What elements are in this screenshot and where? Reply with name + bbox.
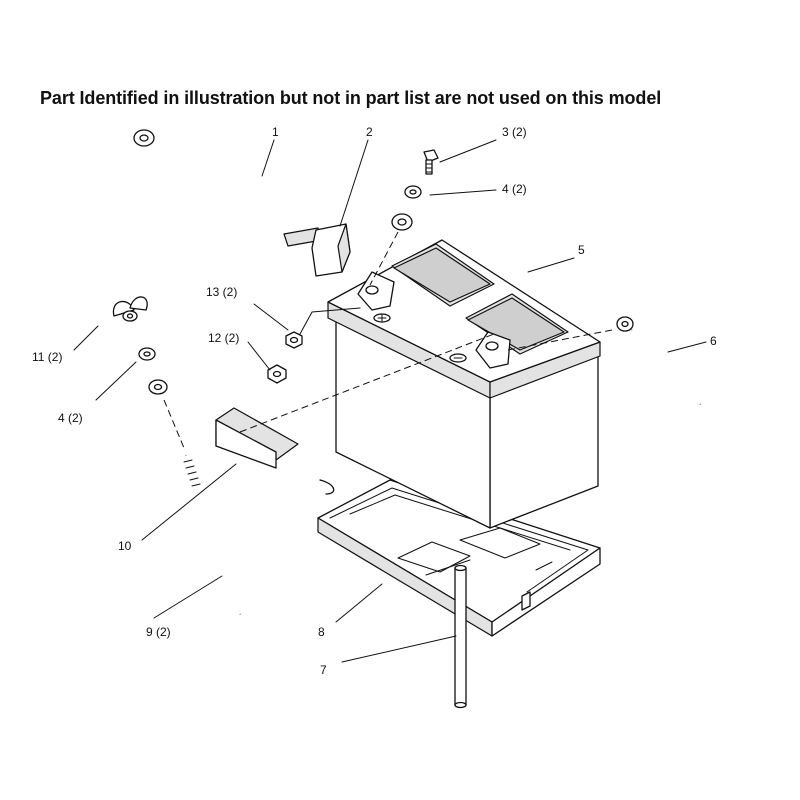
callout-labels: 1 2 3 (2) 4 (2) 5 6 7 8 9 (2) 10 11 (2) … xyxy=(32,125,717,677)
callout-3: 3 (2) xyxy=(502,125,527,139)
callout-11: 11 (2) xyxy=(32,350,62,364)
callout-10: 10 xyxy=(118,539,132,553)
terminal-negative xyxy=(449,331,511,369)
washer-lower xyxy=(138,347,156,361)
battery-cable-positive xyxy=(133,129,413,286)
callout-4-lower: 4 (2) xyxy=(58,411,83,425)
parts-list-note: Part Identified in illustration but not … xyxy=(40,88,662,108)
nut-guide-line xyxy=(299,307,361,335)
tray-rod xyxy=(454,564,467,709)
j-bolt xyxy=(163,399,242,615)
terminal-cover-boot xyxy=(283,223,351,277)
callout-8: 8 xyxy=(318,625,325,639)
callout-12: 12 (2) xyxy=(208,331,239,345)
terminal-positive xyxy=(357,271,395,323)
callout-5: 5 xyxy=(578,243,585,257)
callout-13: 13 (2) xyxy=(206,285,237,299)
washer-upper xyxy=(404,185,422,199)
nut-13 xyxy=(285,331,303,349)
hold-down-bracket xyxy=(148,333,495,495)
wing-nut xyxy=(112,296,148,322)
callout-4-upper: 4 (2) xyxy=(502,182,527,196)
callout-7: 7 xyxy=(320,663,327,677)
callout-1: 1 xyxy=(272,125,279,139)
callout-6: 6 xyxy=(710,334,717,348)
leader-lines xyxy=(73,139,707,663)
battery-tray xyxy=(317,479,601,637)
callout-9: 9 (2) xyxy=(146,625,171,639)
battery xyxy=(327,239,601,529)
terminal-bolt xyxy=(423,149,439,175)
battery-cable-negative xyxy=(507,316,702,406)
nut-12 xyxy=(267,364,287,384)
callout-2: 2 xyxy=(366,125,373,139)
